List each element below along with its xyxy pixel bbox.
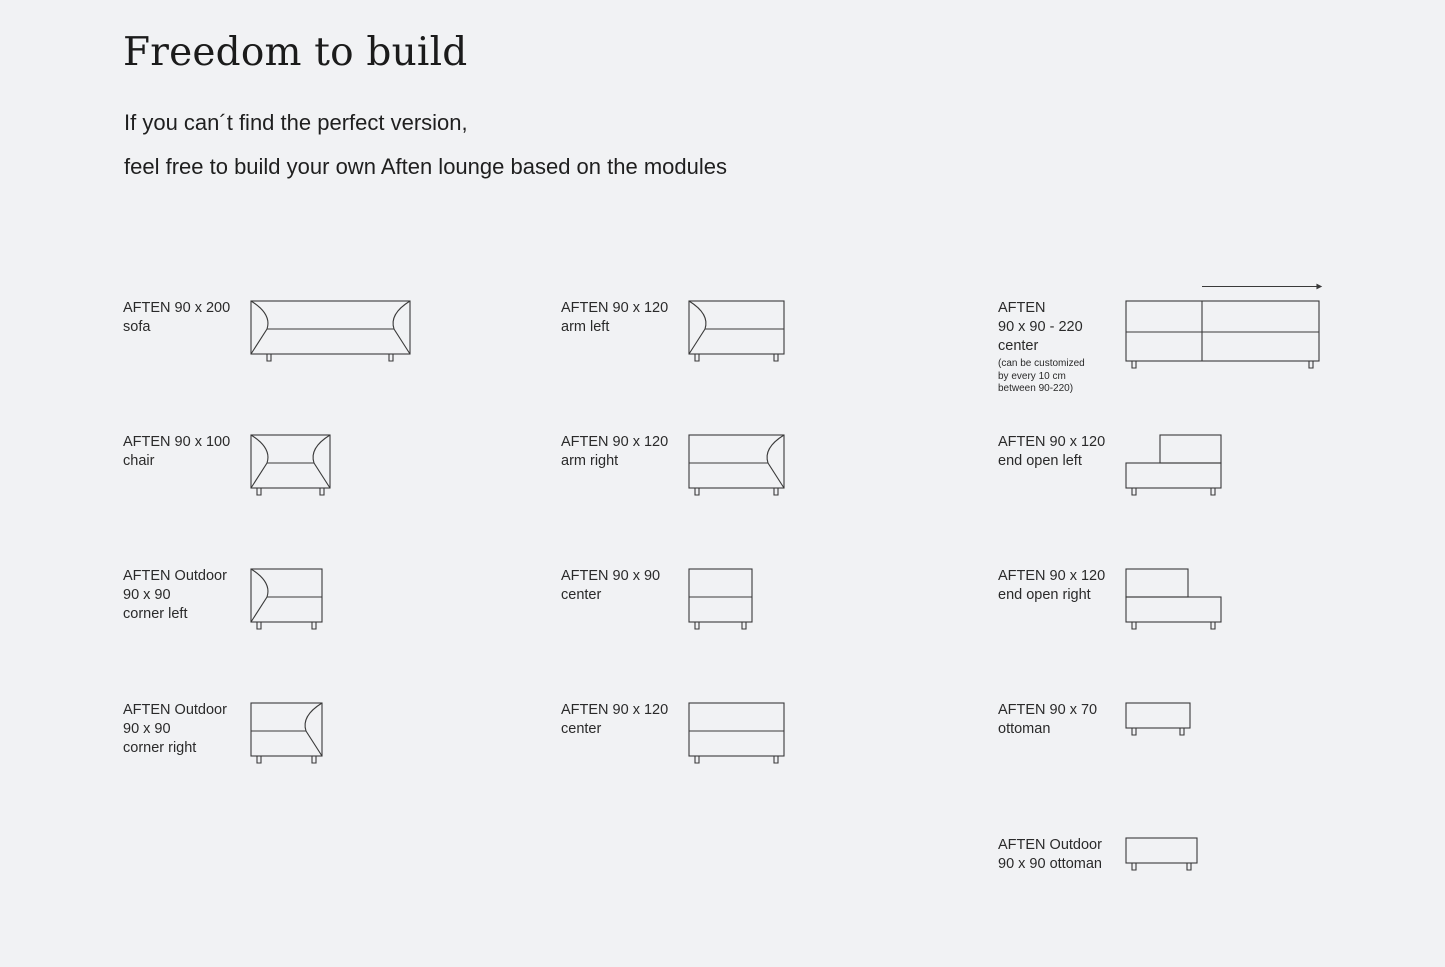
ottoman-70-drawing [1125, 702, 1191, 736]
module-size: 90 x 90 [123, 587, 171, 603]
module-type: end open right [998, 587, 1091, 603]
module-label-center-120: AFTEN 90 x 120 center [561, 701, 668, 739]
module-label-center-90: AFTEN 90 x 90 center [561, 567, 660, 605]
end-open-right-drawing [1125, 568, 1222, 630]
module-type: arm left [561, 319, 610, 335]
module-label-chair: AFTEN 90 x 100 chair [123, 433, 230, 471]
module-label-arm-right: AFTEN 90 x 120 arm right [561, 433, 668, 471]
center-90-drawing [688, 568, 753, 630]
module-name: AFTEN 90 x 100 [123, 434, 231, 450]
extend-arrow-icon [1316, 283, 1323, 290]
module-type: arm right [561, 453, 619, 469]
intro-line-1: If you can´t find the perfect version, [124, 110, 468, 135]
module-name: AFTEN 90 x 70 [998, 702, 1098, 718]
module-label-corner-right: AFTEN Outdoor 90 x 90 corner right [123, 701, 227, 758]
module-label-sofa: AFTEN 90 x 200 sofa [123, 299, 230, 337]
module-label-end-open-right: AFTEN 90 x 120 end open right [998, 567, 1105, 605]
module-name: AFTEN Outdoor [998, 837, 1102, 853]
module-name: AFTEN Outdoor [123, 568, 227, 584]
module-type: ottoman [998, 721, 1051, 737]
module-size: 90 x 90 [123, 721, 171, 737]
page-title: Freedom to build [123, 30, 468, 75]
note-line: between 90-220) [998, 383, 1074, 394]
customization-note: (can be customized by every 10 cm betwee… [998, 358, 1085, 396]
arm-left-drawing [688, 300, 785, 362]
center-120-drawing [688, 702, 785, 764]
corner-right-drawing [250, 702, 323, 764]
module-name: AFTEN [998, 300, 1046, 316]
module-name: AFTEN 90 x 90 [561, 568, 661, 584]
module-type: 90 x 90 ottoman [998, 856, 1102, 872]
module-type: sofa [123, 319, 151, 335]
module-type: center [561, 721, 602, 737]
module-type: center [998, 338, 1039, 354]
chair-drawing [250, 434, 331, 496]
corner-left-drawing [250, 568, 323, 630]
module-name: AFTEN 90 x 200 [123, 300, 231, 316]
arm-right-drawing [688, 434, 785, 496]
module-name: AFTEN 90 x 120 [998, 568, 1106, 584]
module-type: corner left [123, 606, 188, 622]
note-line: (can be customized [998, 358, 1085, 369]
module-type: chair [123, 453, 155, 469]
module-name: AFTEN 90 x 120 [998, 434, 1106, 450]
module-size: 90 x 90 - 220 [998, 319, 1083, 335]
end-open-left-drawing [1125, 434, 1222, 496]
module-label-center-custom: AFTEN 90 x 90 - 220 center (can be custo… [998, 299, 1085, 396]
module-label-ottoman-70: AFTEN 90 x 70 ottoman [998, 701, 1097, 739]
module-label-arm-left: AFTEN 90 x 120 arm left [561, 299, 668, 337]
module-name: AFTEN 90 x 120 [561, 300, 669, 316]
module-label-corner-left: AFTEN Outdoor 90 x 90 corner left [123, 567, 227, 624]
center-custom-drawing [1125, 283, 1323, 369]
module-name: AFTEN Outdoor [123, 702, 227, 718]
module-type: corner right [123, 740, 197, 756]
intro-line-2: feel free to build your own Aften lounge… [124, 154, 727, 179]
module-type: center [561, 587, 602, 603]
sofa-drawing [250, 300, 411, 362]
note-line: by every 10 cm [998, 370, 1066, 382]
module-type: end open left [998, 453, 1082, 469]
module-name: AFTEN 90 x 120 [561, 434, 669, 450]
module-name: AFTEN 90 x 120 [561, 702, 669, 718]
module-label-ottoman-outdoor: AFTEN Outdoor 90 x 90 ottoman [998, 836, 1102, 874]
module-label-end-open-left: AFTEN 90 x 120 end open left [998, 433, 1105, 471]
ottoman-outdoor-drawing [1125, 837, 1198, 871]
